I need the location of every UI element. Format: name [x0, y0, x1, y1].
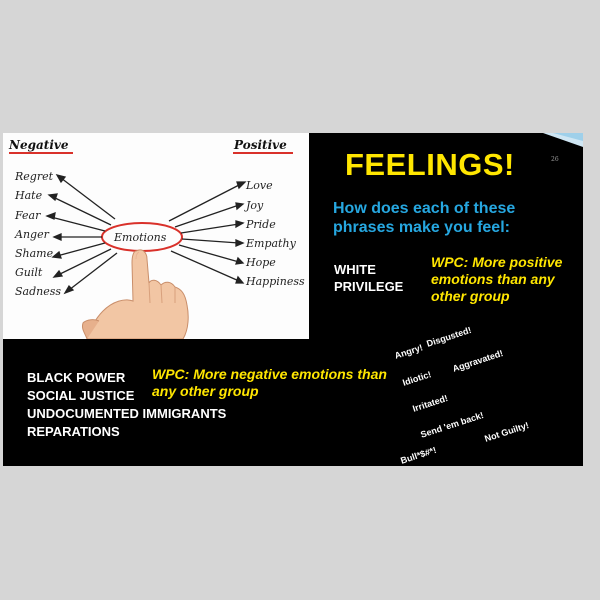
positive-header: Positive [234, 138, 287, 152]
positive-arrows [168, 181, 247, 284]
slide: Negative Positive Emotions Regret Hate F… [3, 133, 583, 466]
corner-accent-shape [543, 133, 583, 147]
reaction-word: Aggravated! [451, 348, 505, 374]
reaction-word: Idiotic! [401, 369, 433, 388]
reaction-word: Disgusted! [425, 324, 473, 349]
positive-word: Pride [246, 218, 276, 231]
negative-terms-note: WPC: More negative emotions than any oth… [152, 366, 387, 399]
white-privilege-term: WHITE PRIVILEGE [334, 262, 404, 294]
negative-terms-list: BLACK POWER SOCIAL JUSTICE UNDOCUMENTED … [27, 369, 226, 441]
emotions-diagram-photo: Negative Positive Emotions Regret Hate F… [3, 133, 309, 339]
reaction-word: Send 'em back! [419, 409, 485, 440]
reaction-word: Angry! [393, 342, 424, 361]
negative-word: Guilt [15, 266, 43, 279]
pointing-hand-icon [82, 249, 189, 339]
positive-word: Love [246, 179, 273, 192]
emotions-label: Emotions [114, 231, 167, 244]
page-number: 26 [551, 156, 559, 163]
diagram-graphics [9, 152, 293, 339]
negative-word: Shame [15, 247, 54, 260]
negative-word: Regret [15, 170, 54, 183]
positive-word: Happiness [246, 275, 305, 288]
term-item: SOCIAL JUSTICE [27, 388, 135, 403]
negative-word: Anger [15, 228, 49, 241]
term-item: BLACK POWER [27, 370, 126, 385]
question-text: How does each of these phrases make you … [333, 200, 516, 236]
negative-word: Sadness [15, 285, 62, 298]
negative-header: Negative [9, 138, 69, 152]
reaction-word: Not Guilty! [483, 420, 531, 444]
reaction-word: Irritated! [411, 392, 450, 414]
negative-word: Fear [15, 209, 41, 222]
white-privilege-note: WPC: More positive emotions than any oth… [431, 254, 563, 304]
negative-arrows [45, 173, 118, 295]
positive-word: Joy [246, 199, 264, 212]
term-item: REPARATIONS [27, 424, 120, 439]
reaction-word: Bull*$#*! [399, 444, 438, 466]
slide-title: FEELINGS! [345, 147, 515, 182]
negative-word: Hate [15, 189, 43, 202]
positive-word: Empathy [246, 237, 296, 250]
positive-word: Hope [246, 256, 276, 269]
term-item: UNDOCUMENTED IMMIGRANTS [27, 406, 227, 421]
